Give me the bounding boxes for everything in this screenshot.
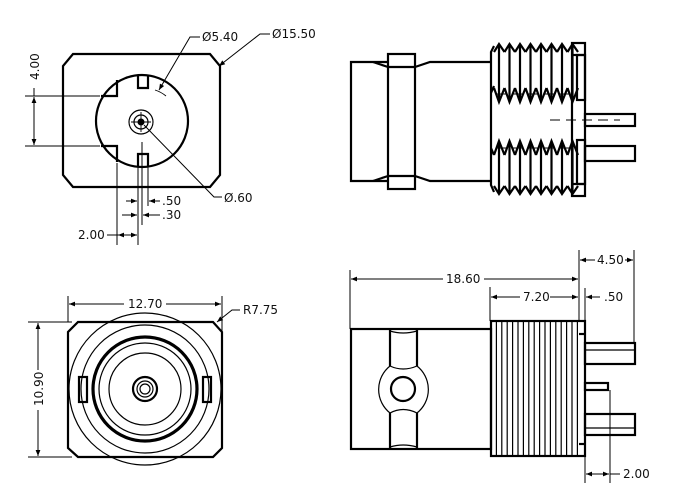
pin-center [583,112,637,128]
thread-body-outline [489,45,496,193]
thread-tooth [524,185,537,197]
thread-tooth [534,137,548,156]
dim-body-diameter: Ø15.50 [272,27,316,41]
thread-tooth [545,185,558,197]
hex-boss [378,365,429,414]
thread-tooth [524,87,538,106]
thread-tooth [493,41,506,53]
inner-arc [154,89,167,97]
contact-outer [131,375,159,403]
rear-neck-bottom [372,174,389,183]
dim-pin-offset: 2.00 [623,467,650,481]
square-flange [66,320,224,459]
bayonet-lug-right [201,375,213,404]
dim-width: 12.70 [128,297,162,311]
leader-d15-50 [218,33,270,67]
thread-teeth-top [492,41,580,106]
dim-thread-length: 7.20 [523,290,550,304]
thread-tooth [535,185,548,197]
ring-3 [91,335,199,443]
thread-tooth [556,41,569,53]
pin-center [583,381,610,392]
rear-neck-top [372,60,389,69]
front-view-top: Ø15.50 Ø5.40 Ø.60 4.00 .50 .30 2.00 [25,27,316,245]
thread-tooth [493,185,506,197]
thread-tooth [503,137,517,156]
dim-inner-diameter: Ø5.40 [202,30,238,44]
flange-inner [575,53,587,102]
slot-top [136,76,150,90]
thread-tooth [492,137,506,156]
collar [386,52,417,191]
thread-tooth [545,41,558,53]
thread-tooth [514,185,527,197]
leader-r7-75 [216,309,240,323]
thread-teeth-bottom [492,137,580,197]
dim-height: 10.90 [32,372,46,406]
rear-body [349,327,493,451]
thread-tooth [513,87,527,106]
body-outline [61,52,222,189]
thread-tooth [555,87,569,106]
thread-tooth [503,87,517,106]
thread-tooth [545,87,559,106]
notch-left-top [101,80,119,98]
contact-core [139,383,151,395]
thread-tooth [535,41,548,53]
knurl-lines [495,322,579,455]
thread-tooth [514,41,527,53]
pin-top [583,341,637,366]
thread-tooth [555,137,569,156]
thread-tooth [503,41,516,53]
dim-flange-thickness: .50 [604,290,623,304]
dim-pin-width: .30 [162,208,181,222]
pin-ring-outer [128,109,154,135]
contact-inner [136,380,154,398]
notch-left-bottom [101,144,119,162]
ring-4 [98,342,192,436]
bayonet-lug-left [77,375,89,404]
dim-pin-diameter: Ø.60 [224,191,253,205]
thread-tooth [556,185,569,197]
slot-bottom [136,152,150,166]
thread-tooth [492,87,506,106]
dim-offset: 2.00 [78,228,105,242]
thread-tooth [545,137,559,156]
thread-tooth [503,185,516,197]
neck-curve [389,330,418,448]
pin-ground [583,144,637,163]
front-view-bottom: 12.70 R7.75 10.90 [28,296,278,466]
flange-inner [575,138,587,186]
dim-overall-length: 18.60 [446,272,480,286]
leader-d5-40 [158,36,200,91]
side-view-bottom: 18.60 7.20 .50 4.50 2.00 [349,250,650,483]
boss-hole [389,375,417,403]
dim-slot-width: .50 [162,194,181,208]
side-view-top [349,41,637,198]
thread-tooth [534,87,548,106]
thread-tooth [513,137,527,156]
thread-tooth [524,137,538,156]
ring-2 [80,324,210,454]
dim-pin-length: 4.50 [597,253,624,267]
thread-tooth [524,41,537,53]
rear-body [349,60,388,183]
leader-d0-60 [143,124,222,198]
mid-body [414,60,491,183]
outer-ring [68,312,222,466]
dim-corner-radius: R7.75 [243,303,278,317]
dim-slot-spacing: 4.00 [28,53,42,80]
ring-5 [108,352,182,426]
knurled-body [489,319,587,458]
